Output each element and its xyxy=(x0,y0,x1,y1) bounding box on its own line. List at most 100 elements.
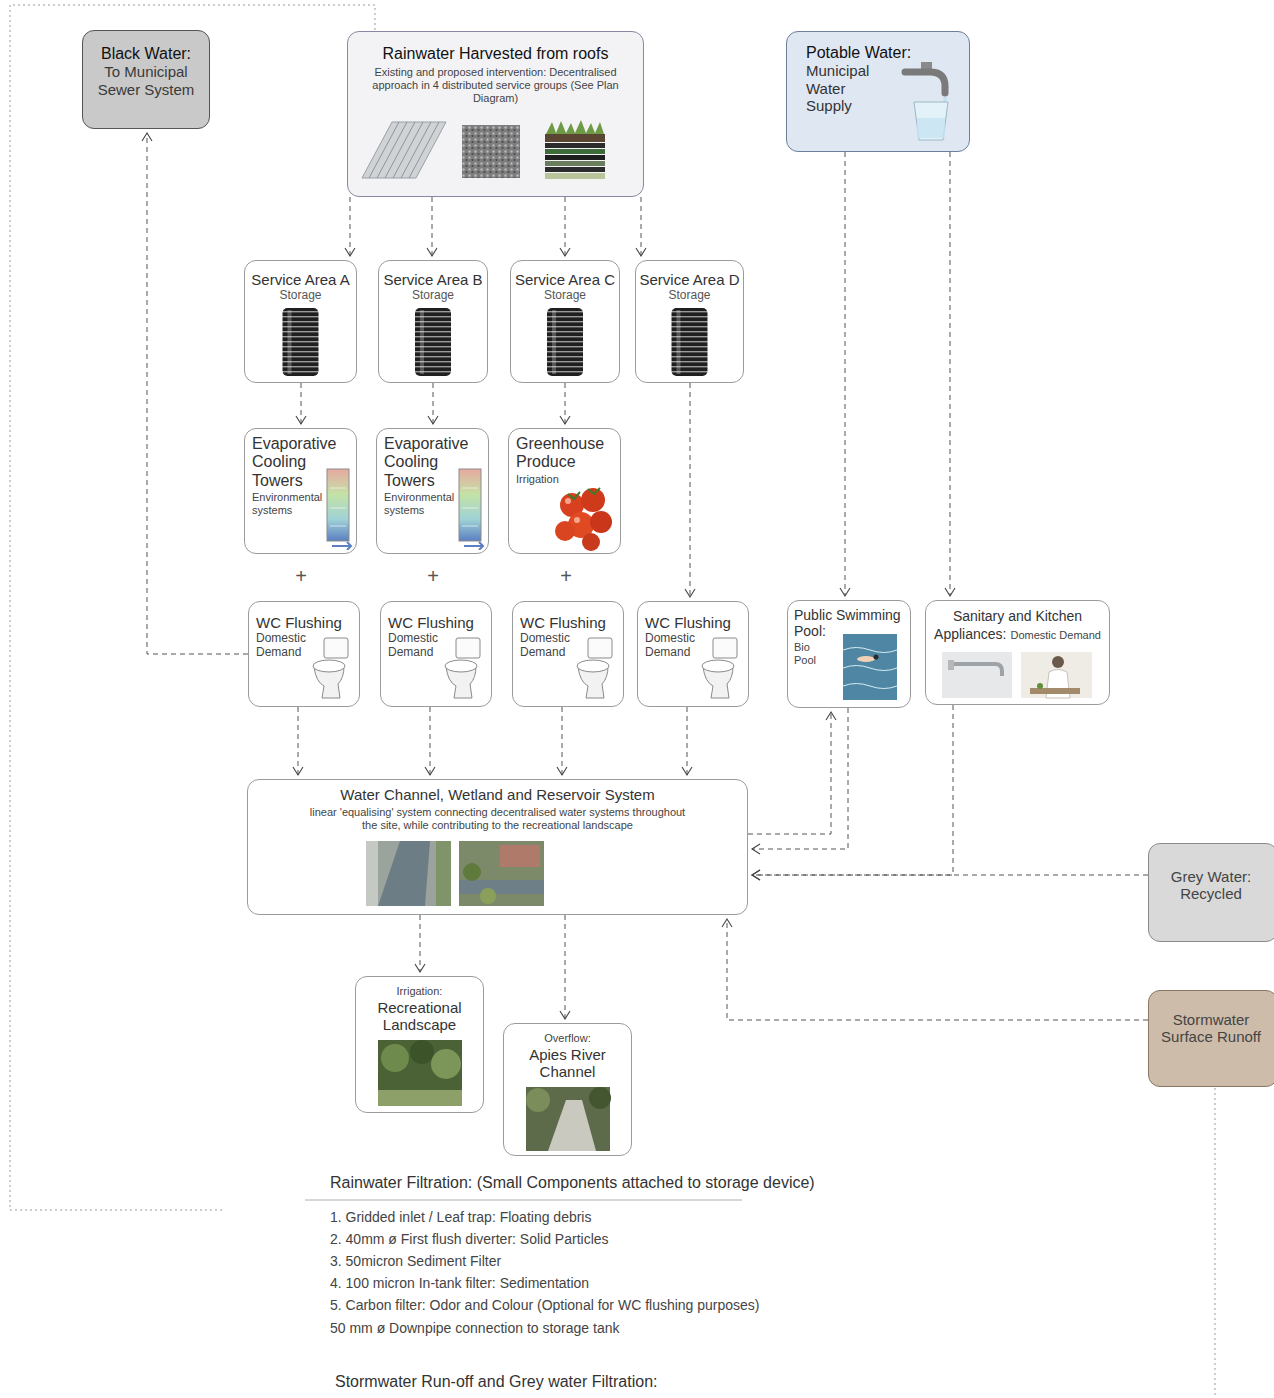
outlet-box: Overflow:Apies River Channel xyxy=(503,1023,632,1156)
flow-connector xyxy=(748,712,836,834)
arrow-head xyxy=(752,870,760,880)
flow-connector xyxy=(560,915,570,1019)
flow-connector xyxy=(685,383,695,597)
dashed-line xyxy=(727,919,1148,1020)
dashed-line xyxy=(748,712,831,834)
plus-sign: + xyxy=(291,565,311,588)
roof-sheet-picture xyxy=(409,122,439,178)
arrow-head xyxy=(636,248,646,256)
node-title: WC Flushing xyxy=(256,614,355,631)
arrow-head xyxy=(560,248,570,256)
system-box: Water Channel, Wetland and Reservoir Sys… xyxy=(247,779,748,915)
river-picture xyxy=(526,1087,611,1151)
tomato-picture xyxy=(560,493,584,517)
cooling-tower-icon xyxy=(327,469,351,550)
node-title: Black Water: xyxy=(89,45,203,63)
dashed-line xyxy=(430,707,431,775)
node-title: Public Swimming Pool: xyxy=(794,607,907,639)
node-text: Storage xyxy=(514,289,616,303)
channel-picture xyxy=(366,841,378,906)
toilet-icon xyxy=(445,638,480,698)
roof-sheet-picture xyxy=(362,122,446,178)
node-title: Service Area B xyxy=(382,271,484,288)
landscape-picture xyxy=(410,1040,434,1064)
node-title: Overflow: xyxy=(508,1032,627,1045)
flow-connector xyxy=(560,197,570,256)
sink-tap-picture xyxy=(948,660,954,670)
sink-tap-picture xyxy=(952,664,1002,676)
dashed-line xyxy=(565,197,566,256)
kitchen-picture xyxy=(1021,652,1092,698)
flow-connector xyxy=(945,152,955,596)
dashed-line xyxy=(641,197,642,256)
node-text: Existing and proposed intervention: Dece… xyxy=(357,66,635,104)
arrow-head xyxy=(722,919,732,927)
node-title: Service Area D xyxy=(639,271,740,288)
outlet-box: Irrigation:Recreational Landscape xyxy=(355,976,484,1113)
node-text: Environmental systems xyxy=(252,491,326,516)
pool-picture xyxy=(843,634,897,700)
green-roof-picture xyxy=(545,173,605,179)
dashed-line xyxy=(845,152,846,596)
demand-box: WC FlushingDomestic Demand xyxy=(380,601,492,707)
roof-sheet-picture xyxy=(401,122,431,178)
flow-connector xyxy=(296,383,306,424)
water-tap-picture xyxy=(905,72,945,93)
section-heading: Stormwater Run-off and Grey water Filtra… xyxy=(335,1373,658,1391)
water-tap-picture xyxy=(921,62,932,70)
sink-tap-picture xyxy=(942,652,1012,698)
dashed-line xyxy=(565,383,566,424)
list-item: 3. 50micron Sediment Filter xyxy=(330,1253,501,1269)
sink-tap-picture xyxy=(942,652,1012,698)
node-title: WC Flushing xyxy=(520,614,619,631)
green-roof-picture xyxy=(545,134,605,142)
demand-box: WC FlushingDomestic Demand xyxy=(512,601,624,707)
node-text: Municipal Water Supply xyxy=(806,62,886,114)
node-text: Domestic Demand xyxy=(645,632,705,660)
channel-picture xyxy=(436,841,451,906)
node-text: Domestic Demand xyxy=(520,632,580,660)
landscape-picture xyxy=(378,1040,462,1106)
node-title: Rainwater Harvested from roofs xyxy=(356,45,635,63)
list-item: 1. Gridded inlet / Leaf trap: Floating d… xyxy=(330,1209,591,1225)
leader-line xyxy=(10,5,375,1210)
arrow-head xyxy=(560,416,570,424)
flow-connector xyxy=(428,383,438,424)
flow-connector xyxy=(415,915,425,972)
landscape-picture xyxy=(378,1040,462,1106)
node-text: Storage xyxy=(382,289,484,303)
node-text: Bio Pool xyxy=(794,641,828,666)
arrow-head xyxy=(425,767,435,775)
flow-connector xyxy=(557,707,567,775)
node-text: Environmental systems xyxy=(384,491,458,516)
plus-sign: + xyxy=(556,565,576,588)
kitchen-picture xyxy=(1030,688,1080,694)
arrow-head xyxy=(427,248,437,256)
river-picture xyxy=(589,1087,611,1109)
demand-box: WC FlushingDomestic Demand xyxy=(248,601,360,707)
flow-connector xyxy=(293,707,303,775)
node-title: Water Channel, Wetland and Reservoir Sys… xyxy=(258,786,737,803)
node-text: linear 'equalising' system connecting de… xyxy=(303,806,693,831)
node-text: Domestic Demand xyxy=(388,632,448,660)
dashed-line xyxy=(752,705,953,875)
arrow-head xyxy=(560,1011,570,1019)
green-roof-picture xyxy=(545,155,605,160)
storage-tank-icon xyxy=(283,308,319,376)
flow-connector xyxy=(636,197,646,256)
wetland-picture xyxy=(459,841,544,906)
dashed-line xyxy=(433,383,434,424)
roof-sheet-picture xyxy=(369,122,399,178)
roof-sheet-picture xyxy=(377,122,407,178)
tomato-picture xyxy=(568,512,594,538)
node-title: Grey Water: Recycled xyxy=(1155,868,1267,903)
toilet-icon xyxy=(577,638,612,698)
demand-box: WC FlushingDomestic Demand xyxy=(637,601,749,707)
flow-connector xyxy=(425,707,435,775)
kitchen-picture xyxy=(1021,652,1092,698)
arrow-head xyxy=(345,248,355,256)
node-title: Service Area A xyxy=(248,271,353,288)
river-picture xyxy=(526,1087,610,1151)
green-roof-picture xyxy=(545,120,605,179)
arrow-head xyxy=(428,416,438,424)
